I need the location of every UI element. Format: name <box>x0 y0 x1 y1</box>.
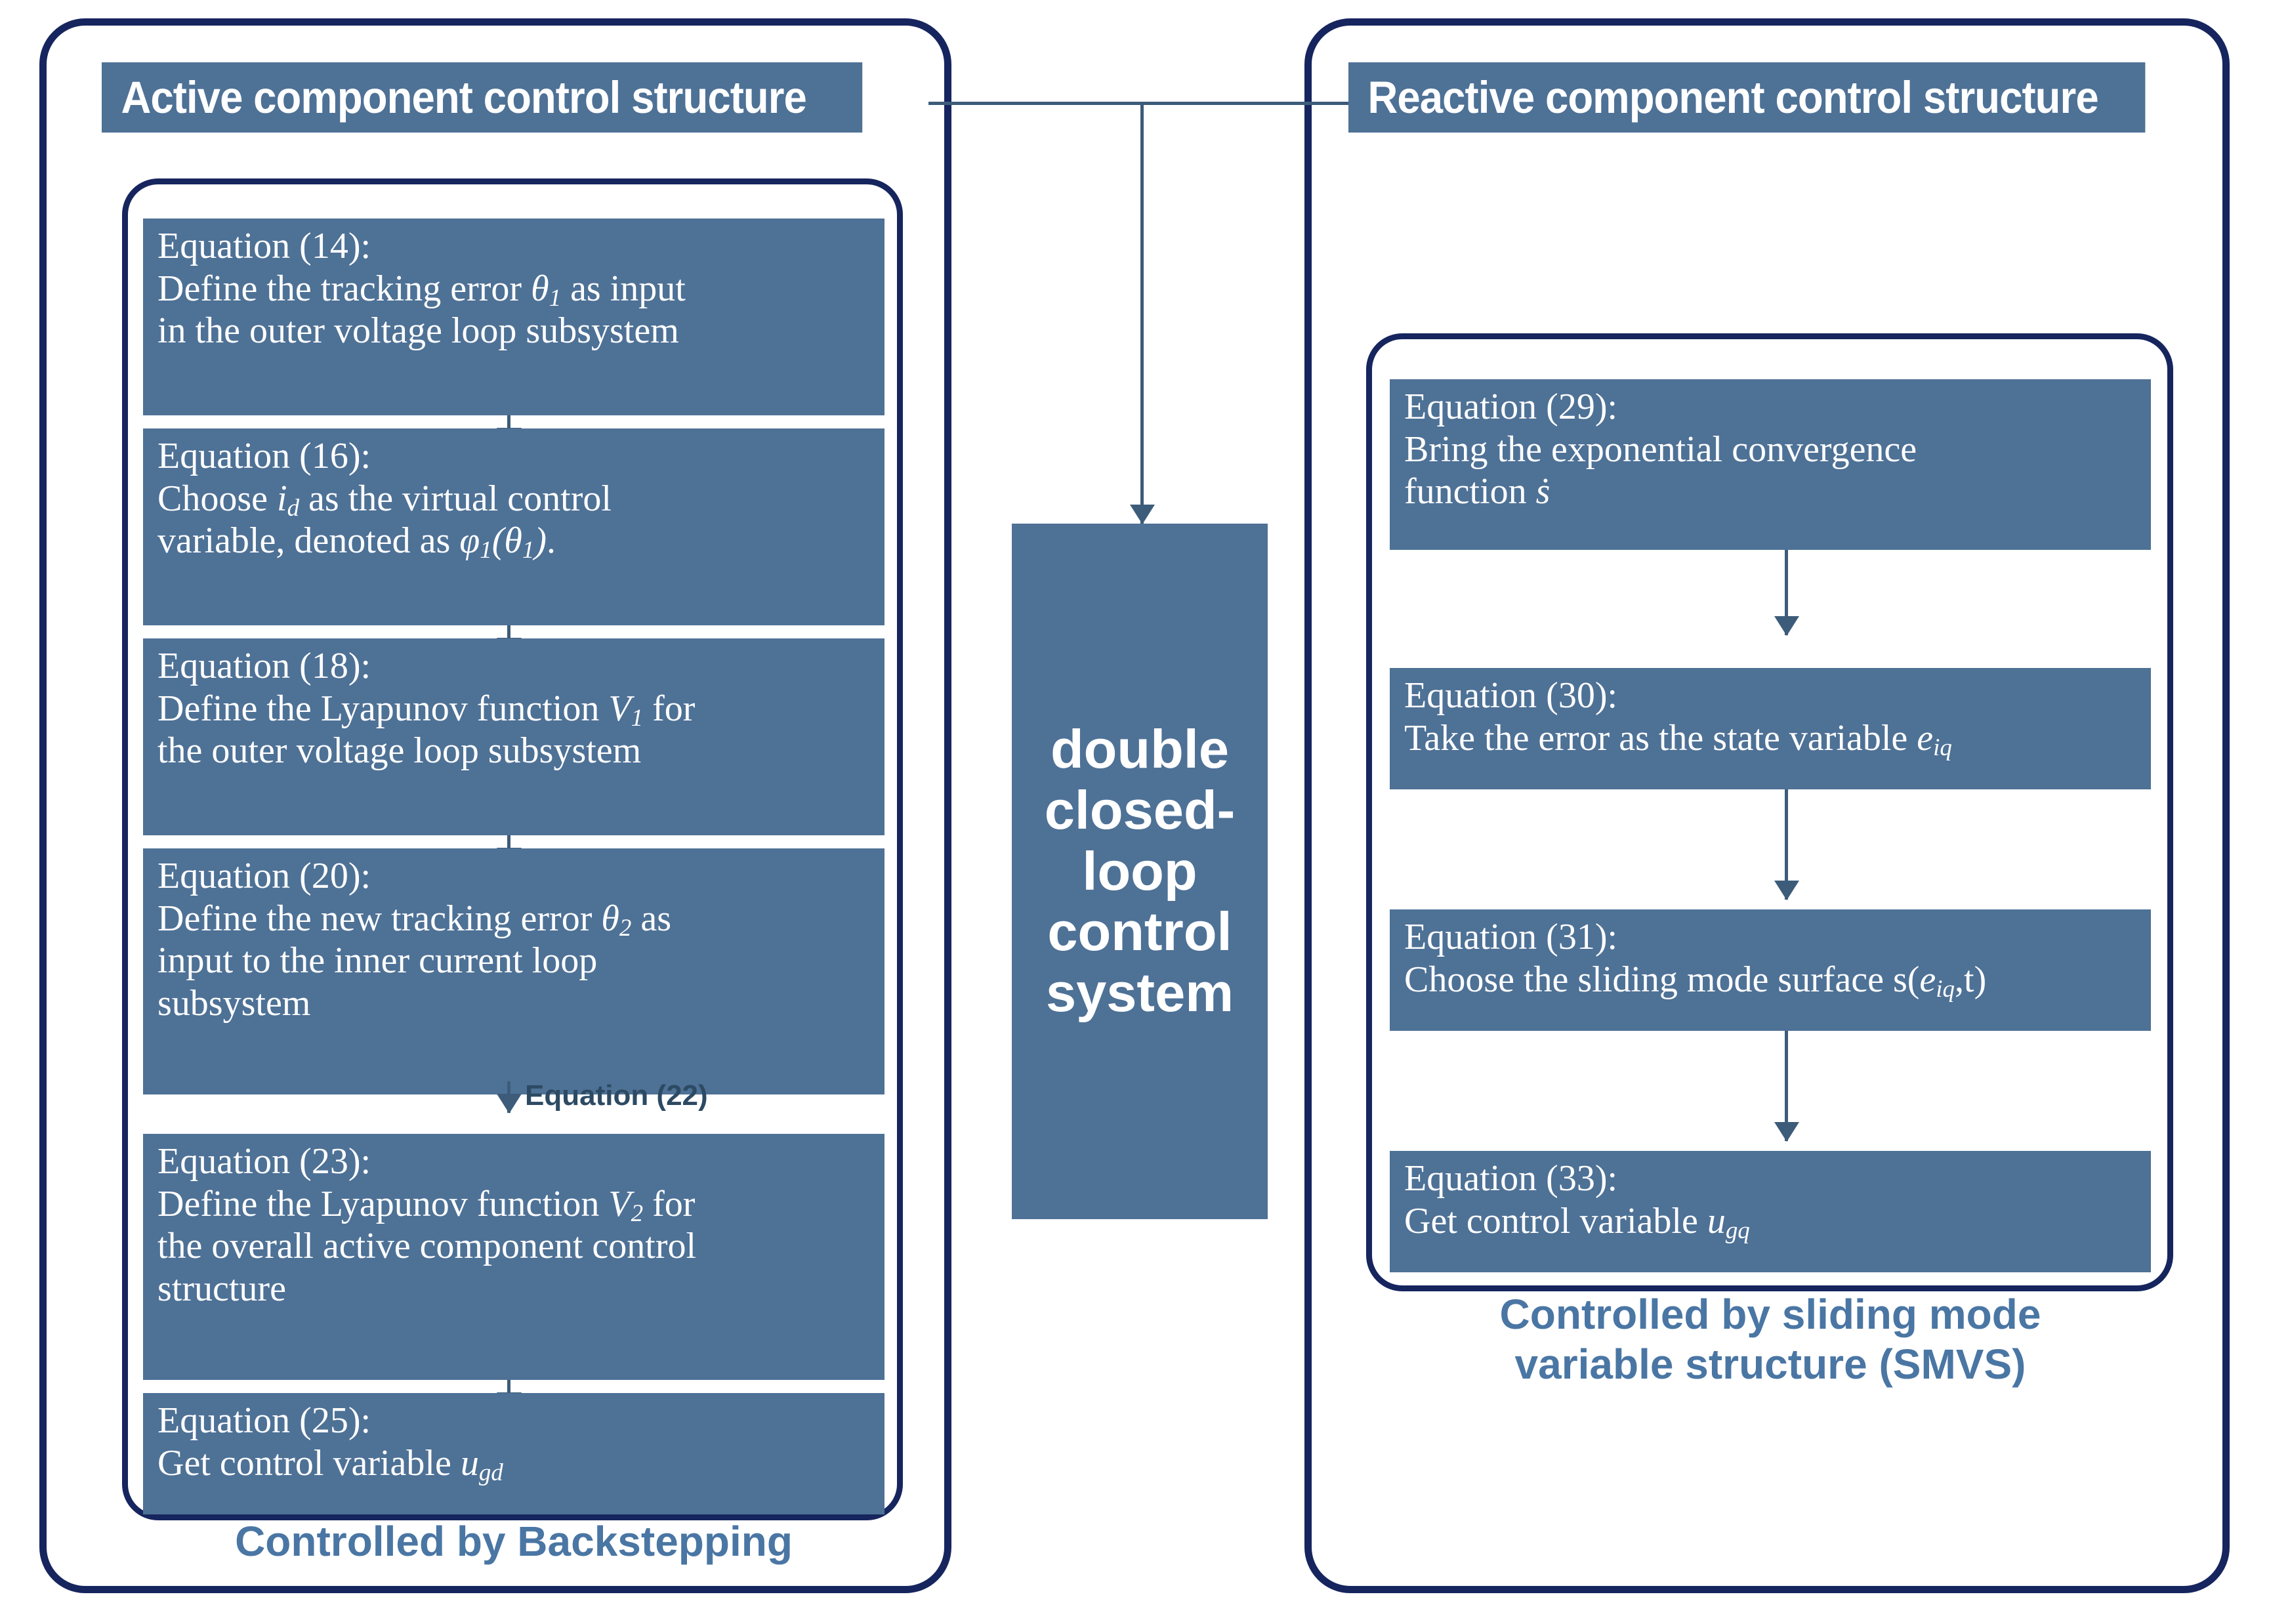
step-eq30-title: Equation (30): <box>1404 675 1618 716</box>
reactive-steps-group <box>1366 333 2173 1291</box>
step-eq30-line1: Take the error as the state variable eiq <box>1404 717 1952 760</box>
arrow-eq29-to-eq30 <box>1785 550 1788 635</box>
step-eq29[interactable]: Equation (29): Bring the exponential con… <box>1390 379 2151 550</box>
reactive-control-header-label: Reactive component control structure <box>1367 72 2098 123</box>
reactive-control-header: Reactive component control structure <box>1348 62 2146 133</box>
step-eq29-line1: Bring the exponential convergence <box>1404 428 1917 470</box>
center-system-label: double closed-loop control system <box>1044 718 1236 1024</box>
step-eq20-line2: input to the inner current loop <box>157 940 598 982</box>
step-eq16-line2: variable, denoted as φ1(θ1). <box>157 520 556 564</box>
step-eq18-line1: Define the Lyapunov function V1 for <box>157 688 696 731</box>
step-eq25-line1: Get control variable ugd <box>157 1442 503 1486</box>
step-eq18-line2: the outer voltage loop subsystem <box>157 730 642 772</box>
equation-22-label: Equation (22) <box>525 1079 708 1112</box>
step-eq14-line2: in the outer voltage loop subsystem <box>157 310 679 352</box>
step-eq33-line1: Get control variable ugq <box>1404 1200 1750 1243</box>
step-eq23-line1: Define the Lyapunov function V2 for <box>157 1183 696 1226</box>
step-eq14-line1: Define the tracking error θ1 as input <box>157 268 686 311</box>
step-eq20[interactable]: Equation (20): Define the new tracking e… <box>143 848 885 1094</box>
step-eq31-line1: Choose the sliding mode surface s(eiq,t) <box>1404 959 1987 1002</box>
step-eq30[interactable]: Equation (30): Take the error as the sta… <box>1390 668 2151 789</box>
step-eq33[interactable]: Equation (33): Get control variable ugq <box>1390 1151 2151 1272</box>
center-system-box[interactable]: double closed-loop control system <box>1012 524 1268 1219</box>
step-eq20-title: Equation (20): <box>157 856 371 896</box>
active-control-caption: Controlled by Backstepping <box>235 1518 793 1565</box>
active-control-panel <box>39 18 951 1593</box>
reactive-control-panel <box>1304 18 2230 1593</box>
step-eq20-line1: Define the new tracking error θ2 as <box>157 898 672 941</box>
step-eq31-title: Equation (31): <box>1404 917 1618 957</box>
arrow-eq31-to-eq33 <box>1785 1031 1788 1141</box>
arrow-eq30-to-eq31 <box>1785 789 1788 900</box>
active-control-header-label: Active component control structure <box>121 72 806 123</box>
step-eq25-title: Equation (25): <box>157 1400 371 1441</box>
top-connector-to-center-arrow <box>1140 104 1144 524</box>
step-eq23-line2: the overall active component control <box>157 1226 697 1267</box>
step-eq14-title: Equation (14): <box>157 226 371 266</box>
active-steps-group <box>122 178 903 1520</box>
step-eq14[interactable]: Equation (14): Define the tracking error… <box>143 219 885 415</box>
step-eq23[interactable]: Equation (23): Define the Lyapunov funct… <box>143 1134 885 1380</box>
step-eq18-title: Equation (18): <box>157 646 371 686</box>
arrow-eq20-to-eq23 <box>507 1081 510 1113</box>
step-eq23-title: Equation (23): <box>157 1141 371 1182</box>
step-eq33-title: Equation (33): <box>1404 1158 1618 1199</box>
step-eq29-title: Equation (29): <box>1404 386 1618 427</box>
reactive-control-caption: Controlled by sliding mode variable stru… <box>1499 1291 2041 1388</box>
active-control-header: Active component control structure <box>102 62 863 133</box>
step-eq16[interactable]: Equation (16): Choose id as the virtual … <box>143 428 885 625</box>
step-eq31[interactable]: Equation (31): Choose the sliding mode s… <box>1390 909 2151 1031</box>
step-eq20-line3: subsystem <box>157 983 311 1024</box>
top-connector-horizontal <box>928 102 1350 105</box>
step-eq16-title: Equation (16): <box>157 436 371 476</box>
step-eq29-line2: function ṡ <box>1404 471 1551 512</box>
step-eq23-line3: structure <box>157 1268 286 1310</box>
step-eq16-line1: Choose id as the virtual control <box>157 478 612 521</box>
step-eq25[interactable]: Equation (25): Get control variable ugd <box>143 1393 885 1514</box>
step-eq18[interactable]: Equation (18): Define the Lyapunov funct… <box>143 638 885 835</box>
